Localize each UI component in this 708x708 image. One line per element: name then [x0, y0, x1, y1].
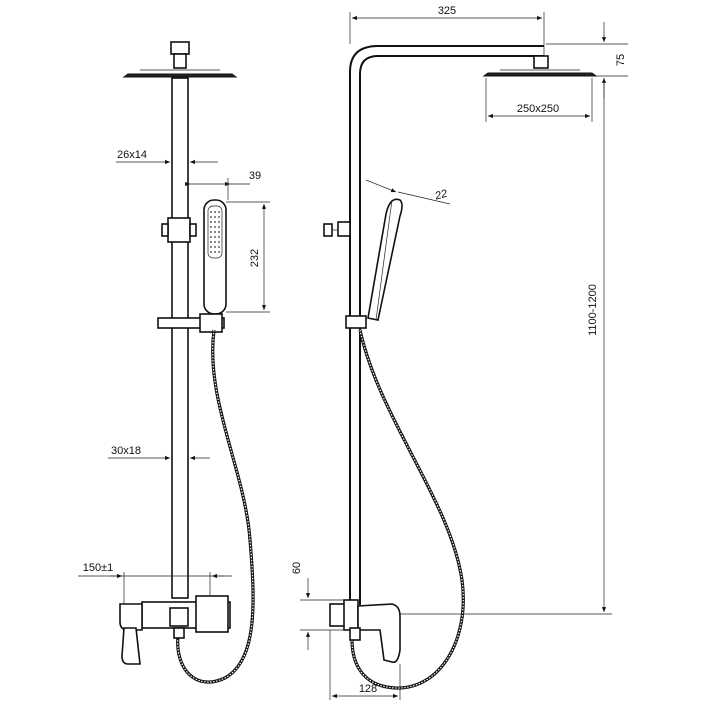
- front-shower-head: [122, 73, 238, 78]
- front-head-nut: [173, 53, 187, 69]
- side-hand-shower: [367, 198, 403, 321]
- side-riser-pipe: [359, 55, 544, 605]
- front-hand-shower-nozzles: [210, 211, 220, 253]
- dim-spacing-150: 150±1: [83, 562, 114, 574]
- dim-angle-22: 22: [433, 188, 449, 203]
- side-view: [323, 45, 598, 690]
- dim-depth-128: 128: [359, 683, 377, 695]
- front-slider-holder: [157, 317, 225, 329]
- front-riser-pipe: [171, 77, 189, 599]
- dim-width-325: 325: [438, 5, 456, 17]
- side-shower-hose: [350, 329, 465, 690]
- dim-offset-39: 39: [249, 170, 261, 182]
- dim-pipe-26x14: 26x14: [117, 149, 147, 161]
- dim-bar-30x18: 30x18: [111, 445, 141, 457]
- front-view: [119, 41, 255, 684]
- front-head-connector: [170, 41, 190, 55]
- dimensions: 325 75 250x250 1100-1200 26x14 39 232: [78, 5, 628, 700]
- side-shower-head: [482, 72, 598, 77]
- side-wall-bracket: [337, 221, 351, 237]
- dim-handshower-232: 232: [249, 249, 261, 267]
- side-slider-holder: [345, 315, 367, 329]
- front-wall-bracket: [167, 217, 191, 243]
- front-mixer-lever: [121, 627, 141, 665]
- dim-height-60: 60: [291, 562, 303, 574]
- side-mixer-body: [357, 603, 401, 664]
- dim-head-250x250: 250x250: [517, 103, 559, 115]
- dim-height-75: 75: [615, 54, 627, 66]
- dim-height-1100-1200: 1100-1200: [587, 284, 599, 336]
